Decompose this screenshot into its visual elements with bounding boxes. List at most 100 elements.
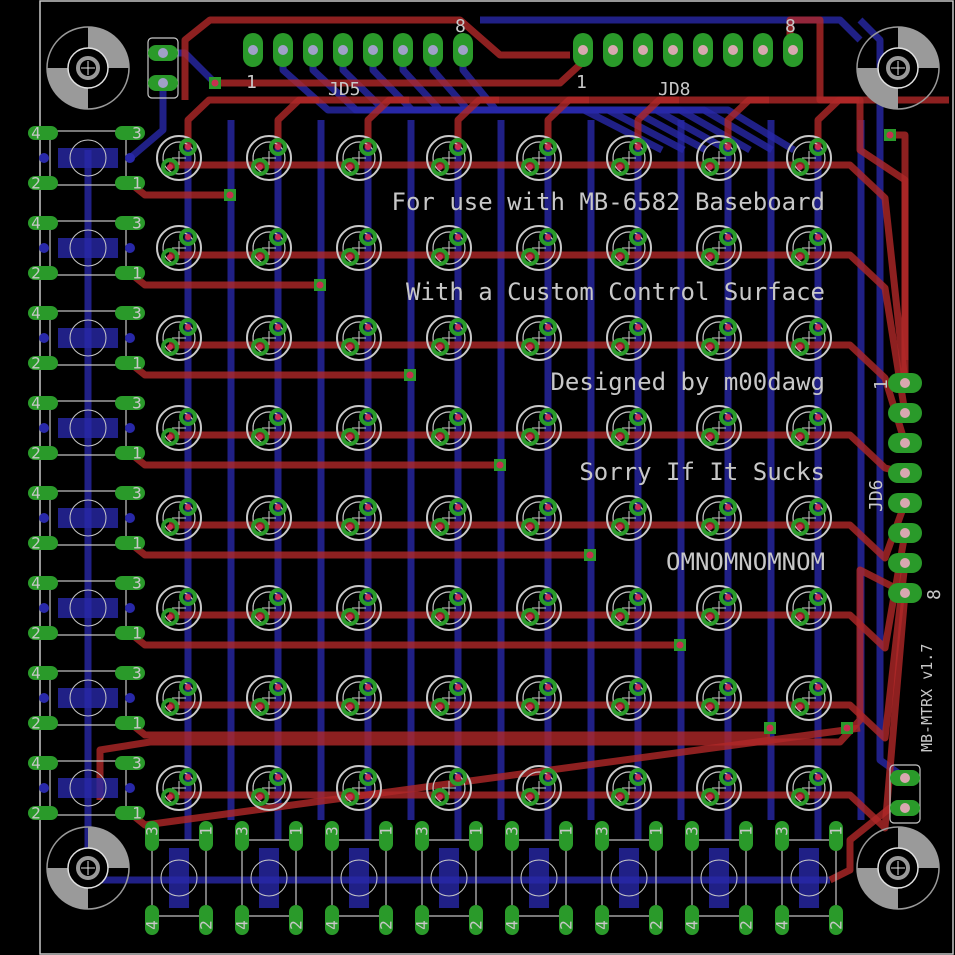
led-pad-drill bbox=[257, 344, 263, 350]
led-ring bbox=[252, 411, 286, 445]
led-outline bbox=[246, 675, 292, 721]
led-pad-drill bbox=[437, 164, 443, 170]
pad-drill bbox=[728, 45, 738, 55]
led-pad-drill bbox=[167, 524, 173, 530]
led bbox=[786, 585, 832, 631]
switch-smd-pad bbox=[39, 423, 49, 433]
led-pad bbox=[449, 678, 467, 696]
led-outline bbox=[156, 585, 202, 631]
led-pad bbox=[269, 498, 287, 516]
led-pad bbox=[179, 318, 197, 336]
led-ring bbox=[702, 591, 736, 625]
led-center bbox=[172, 691, 186, 705]
led-center bbox=[442, 601, 456, 615]
led-ring bbox=[432, 411, 466, 445]
led-pad bbox=[179, 678, 197, 696]
led-ring bbox=[252, 231, 286, 265]
led-outline bbox=[606, 225, 652, 271]
led-pad-drill bbox=[365, 684, 371, 690]
pin-label: 2 bbox=[197, 920, 216, 930]
led bbox=[426, 495, 472, 541]
led-pad-drill bbox=[275, 414, 281, 420]
pad-drill bbox=[38, 538, 48, 548]
led-outline bbox=[426, 495, 472, 541]
led-outline bbox=[156, 135, 202, 181]
led bbox=[246, 135, 292, 181]
led bbox=[516, 405, 562, 451]
pin-label: 4 bbox=[593, 920, 612, 930]
led-pad-drill bbox=[707, 524, 713, 530]
pad-drill bbox=[125, 308, 135, 318]
led-center bbox=[712, 511, 726, 525]
led-outline bbox=[696, 315, 742, 361]
pad-drill bbox=[38, 758, 48, 768]
led-pad-drill bbox=[527, 704, 533, 710]
top-trace-header bbox=[454, 96, 589, 148]
led-center bbox=[352, 601, 366, 615]
pad-drill bbox=[428, 45, 438, 55]
led-outline bbox=[426, 675, 472, 721]
pad-drill bbox=[327, 915, 337, 925]
led-pad bbox=[251, 518, 269, 536]
pin-label: 2 bbox=[31, 444, 41, 463]
led-pad bbox=[719, 768, 737, 786]
led-pad bbox=[611, 788, 629, 806]
switch-smd-body bbox=[58, 328, 118, 348]
led-pad bbox=[791, 608, 809, 626]
led-pad-drill bbox=[437, 254, 443, 260]
pin-label: 4 bbox=[31, 484, 41, 503]
mounting-hole bbox=[856, 26, 940, 110]
pin-label: 1 bbox=[132, 354, 142, 373]
pin-label: 1 bbox=[377, 826, 396, 836]
led-ring bbox=[522, 501, 556, 535]
pad-drill bbox=[687, 915, 697, 925]
led-pad bbox=[251, 698, 269, 716]
led-pad bbox=[611, 338, 629, 356]
led-pad-drill bbox=[257, 614, 263, 620]
led-pad bbox=[629, 318, 647, 336]
led-pad-drill bbox=[527, 794, 533, 800]
pin-label: 1 bbox=[132, 264, 142, 283]
led-outline bbox=[246, 315, 292, 361]
pin-label: 2 bbox=[31, 714, 41, 733]
led-pad-drill bbox=[617, 254, 623, 260]
pin-label: 2 bbox=[31, 264, 41, 283]
led-pad-drill bbox=[815, 684, 821, 690]
led-center bbox=[352, 421, 366, 435]
pin-label: 3 bbox=[773, 826, 792, 836]
pin-label: 2 bbox=[31, 804, 41, 823]
led-ring bbox=[162, 411, 196, 445]
switch-smd-pad bbox=[39, 243, 49, 253]
led-pad-drill bbox=[437, 614, 443, 620]
switch-smd-body bbox=[58, 688, 118, 708]
led-pad-drill bbox=[707, 614, 713, 620]
led-ring bbox=[702, 141, 736, 175]
led-outline bbox=[606, 405, 652, 451]
led-pad bbox=[179, 228, 197, 246]
led bbox=[246, 675, 292, 721]
led bbox=[696, 135, 742, 181]
pin-label: 1 bbox=[132, 534, 142, 553]
led-pad bbox=[629, 138, 647, 156]
led-ring bbox=[522, 321, 556, 355]
led-pad bbox=[809, 408, 827, 426]
mounting-hole bbox=[856, 826, 940, 910]
led-pad-drill bbox=[617, 704, 623, 710]
led-ring bbox=[342, 411, 376, 445]
led bbox=[156, 765, 202, 811]
top-trace-switch bbox=[127, 180, 230, 199]
note-line-1: For use with MB-6582 Baseboard bbox=[392, 188, 825, 216]
switch-smd-pad bbox=[125, 693, 135, 703]
pad-drill bbox=[651, 831, 661, 841]
led-ring bbox=[252, 321, 286, 355]
led-outline bbox=[156, 315, 202, 361]
led-center bbox=[712, 241, 726, 255]
led-pad bbox=[431, 248, 449, 266]
pad-drill bbox=[125, 398, 135, 408]
led-pad bbox=[791, 158, 809, 176]
pad-drill bbox=[597, 831, 607, 841]
led-pad-drill bbox=[275, 594, 281, 600]
led-outline bbox=[246, 495, 292, 541]
led-pad-drill bbox=[725, 234, 731, 240]
led-pad-drill bbox=[365, 324, 371, 330]
